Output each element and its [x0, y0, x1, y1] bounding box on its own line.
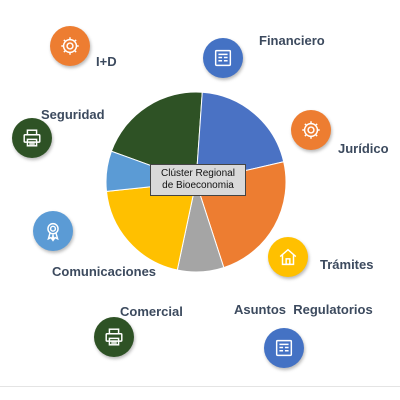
center-label-line2: de Bioeconomia [162, 180, 234, 191]
center-label: Clúster Regional de Bioeconomia [150, 164, 246, 196]
node-tramites [268, 237, 308, 277]
label-asuntos-regulatorios: Asuntos Regulatorios [234, 302, 373, 317]
wheel-segment-dark-green [110, 91, 203, 183]
node-financiero [203, 38, 243, 78]
label-comercial: Comercial [120, 304, 183, 319]
label-juridico: Jurídico [338, 141, 389, 156]
printer-icon [105, 328, 123, 346]
node-comercial [94, 317, 134, 357]
center-label-line1: Clúster Regional [161, 168, 235, 179]
gear-icon [302, 121, 320, 139]
node-id [50, 26, 90, 66]
node-seguridad [12, 118, 52, 158]
printer-icon [23, 129, 41, 147]
bottom-divider [0, 386, 400, 387]
node-asuntos-regulatorios [264, 328, 304, 368]
label-seguridad: Seguridad [41, 107, 105, 122]
document-icon [214, 49, 232, 67]
label-financiero: Financiero [259, 33, 325, 48]
node-juridico [291, 110, 331, 150]
document-icon [275, 339, 293, 357]
node-comunicaciones [33, 211, 73, 251]
label-comunicaciones: Comunicaciones [52, 264, 157, 279]
label-id: I+D [96, 54, 117, 69]
house-icon [279, 248, 297, 266]
label-tramites: Trámites [320, 257, 374, 272]
gear-icon [61, 37, 79, 55]
award-badge-icon [47, 222, 59, 242]
wheel-segment-blue [195, 91, 285, 183]
wheel-segment-yellow [105, 181, 197, 271]
